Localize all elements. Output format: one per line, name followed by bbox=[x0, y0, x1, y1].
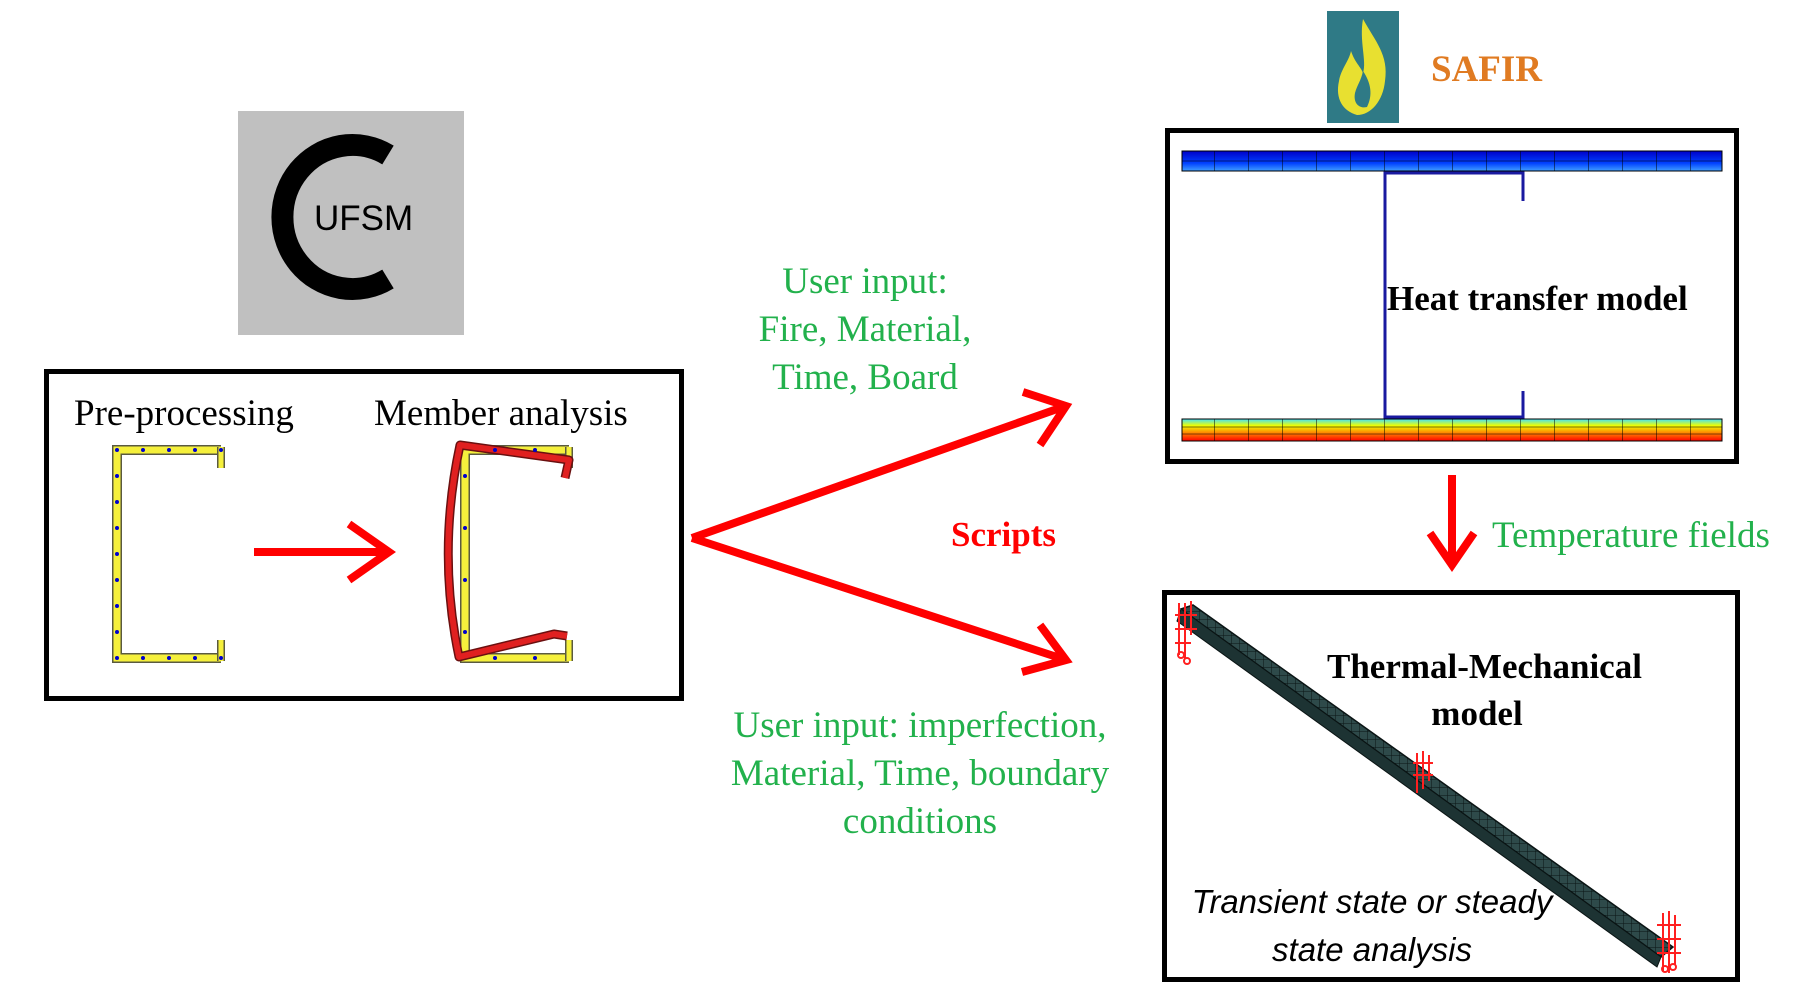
user-input-bottom-line-2: Material, Time, boundary bbox=[730, 753, 1110, 794]
scripts-label: Scripts bbox=[951, 515, 1056, 554]
user-input-top: User input: Fire, Material, Time, Board bbox=[735, 258, 995, 402]
preprocessing-panel: Pre-processing Member analysis bbox=[44, 369, 684, 701]
support-right bbox=[1657, 911, 1681, 973]
user-input-top-line-2: Fire, Material, bbox=[758, 309, 972, 350]
thermo-mechanical-label-line-1: Thermal-Mechanical bbox=[1327, 647, 1642, 686]
heat-transfer-label: Heat transfer model bbox=[1387, 279, 1688, 318]
deformed-c-section bbox=[443, 440, 574, 663]
thermo-mechanical-panel: Thermal-Mechanical model Transient state… bbox=[1162, 590, 1740, 982]
user-input-bottom: User input: imperfection, Material, Time… bbox=[700, 702, 1140, 846]
section-drawings bbox=[112, 440, 574, 663]
analysis-type-note-line-1: Transient state or steady bbox=[1191, 883, 1553, 920]
arrow-to-thermo-model bbox=[690, 534, 1073, 676]
bottom-board bbox=[1181, 418, 1723, 442]
ufsm-c-mark-icon bbox=[271, 134, 394, 300]
undeformed-c-section bbox=[112, 445, 225, 663]
safir-icon bbox=[1327, 11, 1399, 123]
flame-icon bbox=[1337, 19, 1386, 115]
ufsm-logo: UFSM bbox=[238, 111, 464, 335]
thermo-mechanical-label-line-2: model bbox=[1431, 694, 1523, 733]
steel-c-section bbox=[1383, 171, 1525, 419]
temperature-arrow bbox=[1426, 475, 1478, 573]
support-middle bbox=[1413, 751, 1433, 793]
pre-processing-label: Pre-processing bbox=[74, 393, 294, 434]
user-input-bottom-line-1: User input: imperfection, bbox=[733, 705, 1107, 746]
thermo-mechanical-label: Thermal-Mechanical model bbox=[1327, 643, 1642, 737]
analysis-type-note: Transient state or steady state analysis bbox=[1182, 878, 1562, 974]
user-input-bottom-line-3: conditions bbox=[842, 801, 998, 842]
heat-transfer-mesh bbox=[1181, 150, 1723, 442]
analysis-type-note-line-2: state analysis bbox=[1272, 931, 1472, 968]
user-input-top-line-3: Time, Board bbox=[772, 357, 958, 398]
process-arrow bbox=[254, 520, 396, 584]
ufsm-logo-text: UFSM bbox=[314, 199, 414, 238]
member-analysis-label: Member analysis bbox=[374, 393, 628, 434]
user-input-top-line-1: User input: bbox=[782, 261, 948, 302]
support-left bbox=[1175, 601, 1197, 665]
temperature-fields-label: Temperature fields bbox=[1492, 515, 1770, 556]
beam-model bbox=[1175, 601, 1681, 973]
heat-transfer-panel: Heat transfer model bbox=[1165, 128, 1739, 464]
top-board bbox=[1181, 150, 1723, 172]
safir-title: SAFIR bbox=[1431, 49, 1543, 90]
arrow-to-heat-model bbox=[690, 388, 1073, 542]
